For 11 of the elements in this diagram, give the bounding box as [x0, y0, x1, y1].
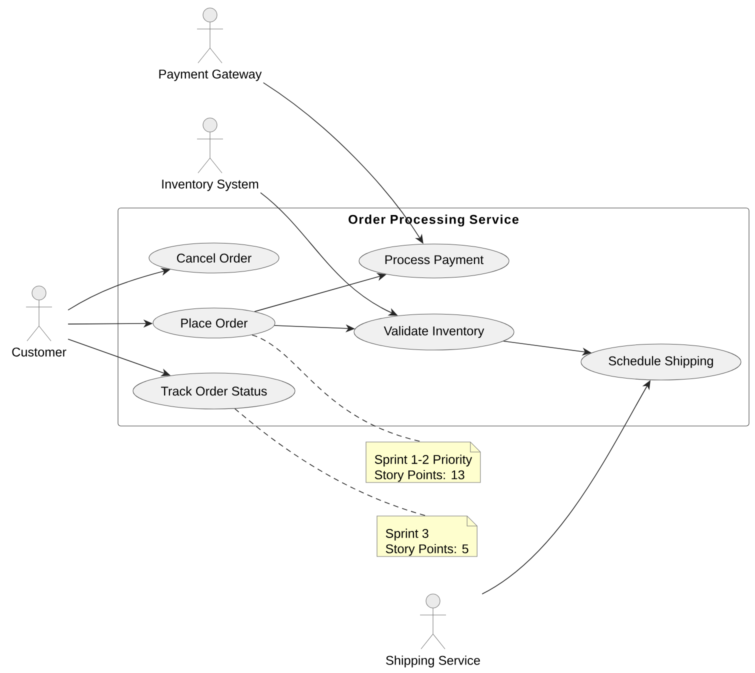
actor: Inventory System — [162, 118, 258, 192]
actor: Shipping Service — [386, 594, 480, 668]
node-label: Shipping Service — [386, 656, 480, 668]
node-label: Payment Gateway — [159, 70, 262, 82]
connector — [234, 408, 428, 516]
actor: Customer — [12, 286, 66, 357]
note: Sprint 3 Story Points: 5 — [376, 516, 478, 557]
node-label: Customer — [12, 348, 66, 357]
actor: Payment Gateway — [159, 8, 262, 82]
node-label: Inventory System — [162, 180, 258, 192]
note: Sprint 1-2 Priority Story Points: 13 — [366, 442, 481, 483]
